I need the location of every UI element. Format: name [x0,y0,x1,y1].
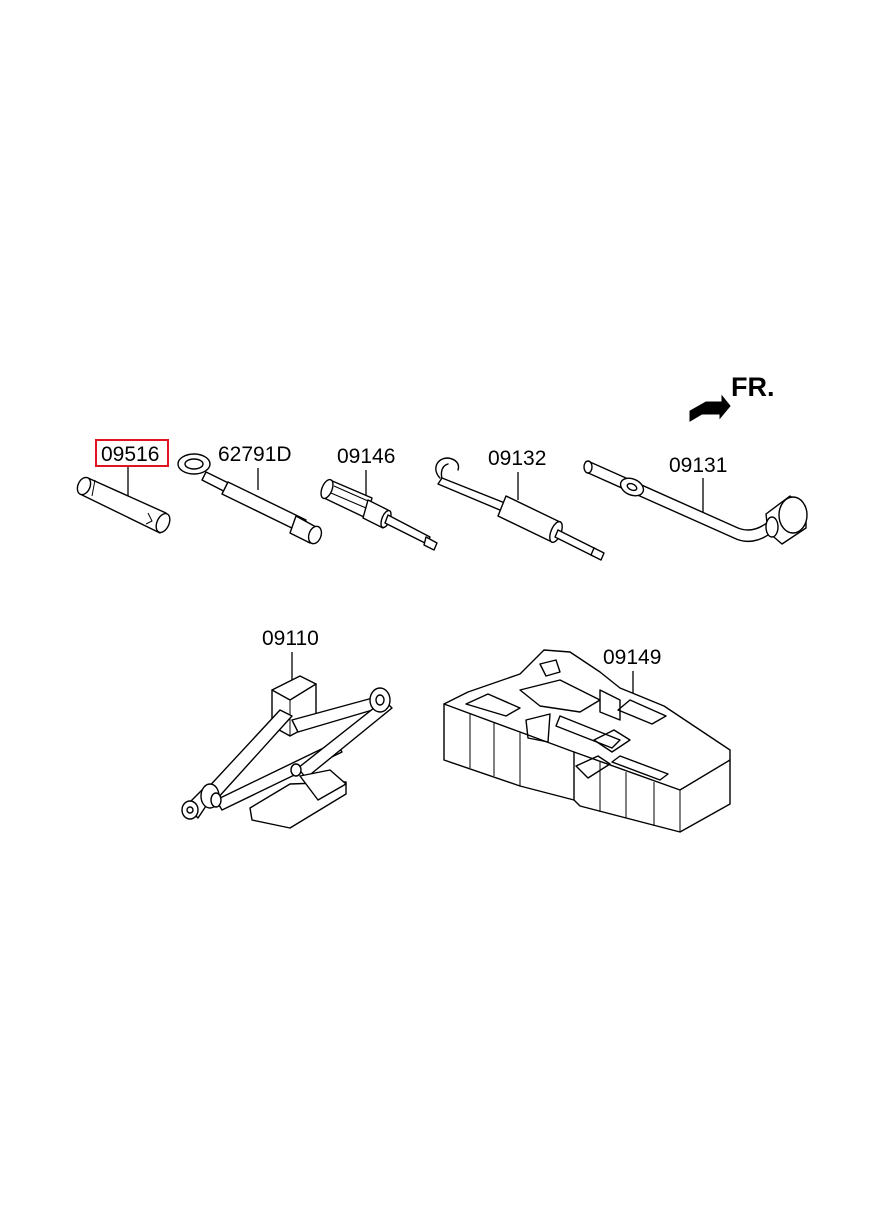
extension-bar-drawing [76,476,171,534]
part-label-62791D: 62791D [218,443,292,466]
part-09110[interactable]: 09110 [181,627,393,829]
part-label-09132: 09132 [488,447,546,470]
front-arrow-icon [689,394,731,422]
part-label-09110: 09110 [262,627,319,650]
front-label: FR. [731,372,775,402]
part-label-09146: 09146 [337,445,395,468]
part-09516[interactable]: 09516 [75,439,173,535]
part-09149[interactable]: 09149 [443,646,731,833]
wrench-bar-drawing [177,453,323,545]
part-label-09149: 09149 [603,646,661,669]
scissor-jack-drawing [181,675,393,829]
hook-tool-drawing [435,457,605,561]
l-wrench-drawing [583,460,808,545]
screwdriver-drawing [320,478,438,551]
part-09146[interactable]: 09146 [319,445,438,551]
front-direction-indicator: FR. [689,372,775,422]
part-label-highlight-box [95,439,169,467]
part-09131[interactable]: 09131 [583,454,808,545]
part-label-09516: 09516 [101,443,159,466]
part-09132[interactable]: 09132 [435,447,605,561]
part-62791D[interactable]: 62791D [177,443,324,546]
tool-tray-drawing [443,649,731,833]
part-label-09131: 09131 [669,454,727,477]
